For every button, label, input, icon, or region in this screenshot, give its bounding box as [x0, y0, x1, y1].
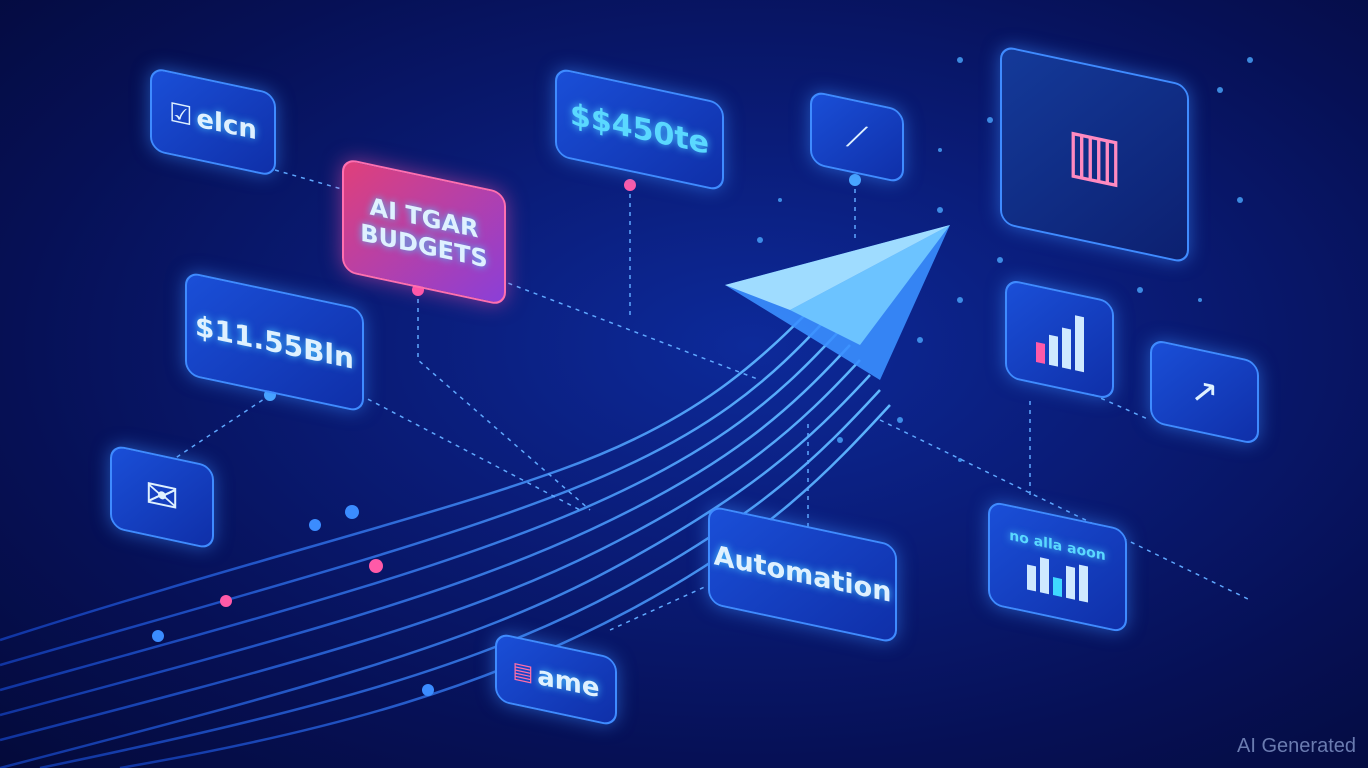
- monitor-icon: ▥: [1066, 113, 1123, 196]
- paper-plane-icon: [725, 225, 950, 380]
- stack-icon: ▤: [512, 657, 534, 688]
- watermark: AI Generated: [1237, 735, 1356, 757]
- trend-up-icon: ↗: [1190, 368, 1219, 416]
- check-icon: ☑: [169, 97, 193, 133]
- mini-bars-icon: [1025, 553, 1090, 603]
- envelope-icon: ✉: [145, 470, 179, 524]
- bar-chart-icon: [1034, 306, 1086, 373]
- line-chart-icon: ⟋: [845, 115, 869, 158]
